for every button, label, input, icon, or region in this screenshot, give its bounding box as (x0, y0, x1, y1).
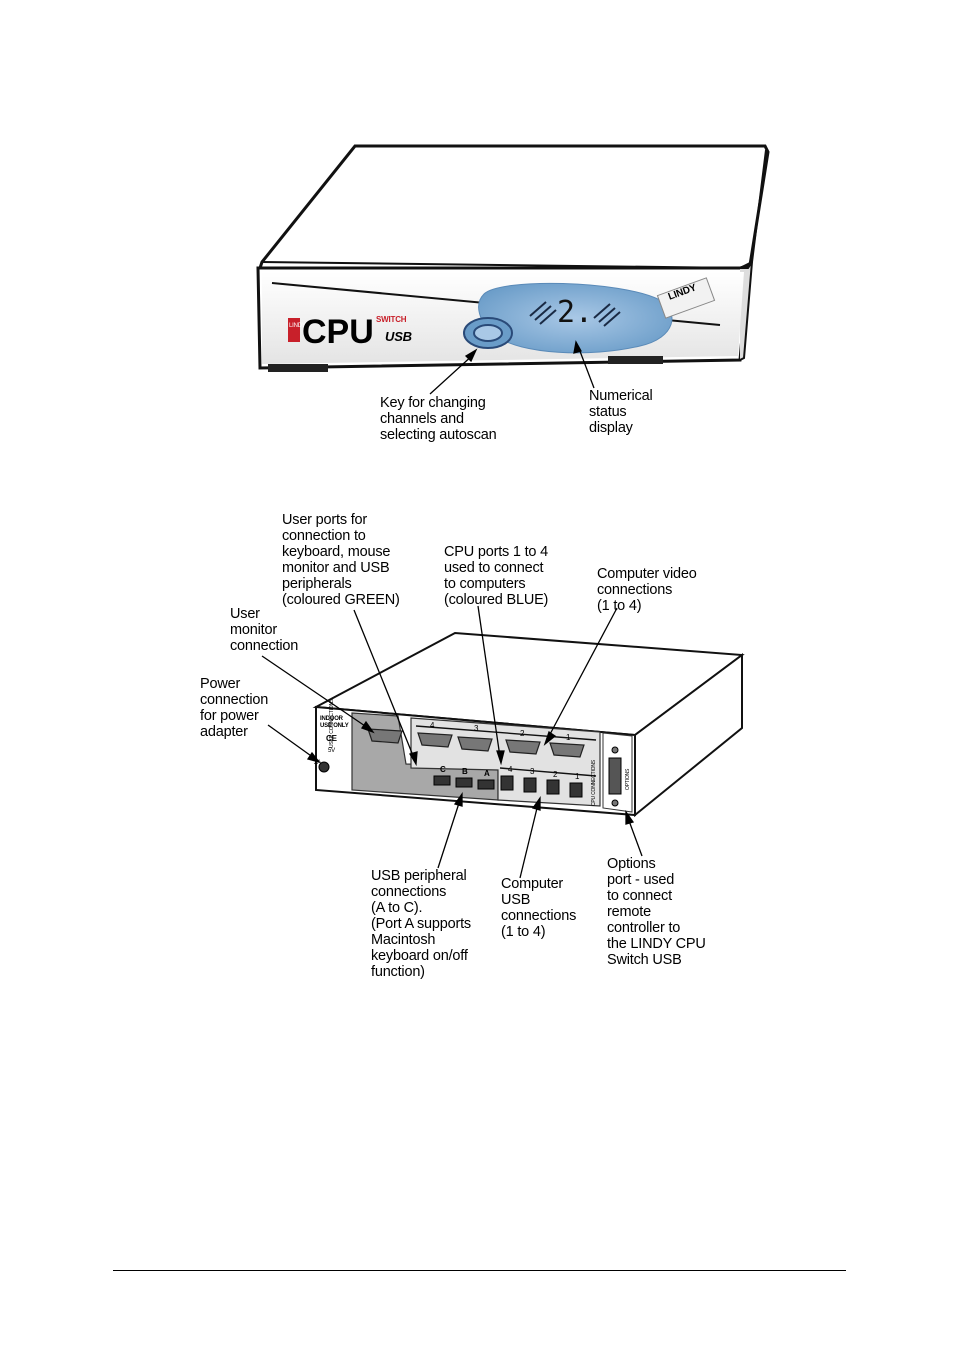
display-label: Numerical status display (589, 388, 653, 436)
brand-small-text: LINDY (289, 323, 306, 329)
video-port-4 (417, 732, 453, 748)
video-port-3 (457, 736, 493, 752)
footer-rule (113, 1270, 846, 1271)
options-connector (608, 757, 622, 795)
power-jack (318, 761, 330, 773)
front-view-illustration (256, 144, 770, 395)
options-port-callout: Options port - used to connect remote co… (607, 856, 706, 968)
brand-cpu-text: CPU (302, 313, 374, 351)
user-monitor-callout: User monitor connection (230, 606, 299, 654)
cpu-connections-text: CPU CONNECTIONS (591, 760, 597, 806)
video-port-1 (549, 742, 585, 758)
key-label: Key for changing channels and selecting … (380, 395, 497, 443)
logo-red-block (288, 318, 300, 342)
computer-usb-port-3 (523, 777, 537, 793)
computer-usb-callout: Computer USB connections (1 to 4) (501, 876, 577, 940)
options-text: OPTIONS (625, 768, 631, 790)
cpu-ports-callout: CPU ports 1 to 4 used to connect to comp… (444, 544, 549, 608)
brand-usb-text: USB (385, 329, 412, 344)
lindy-badge (656, 277, 716, 319)
brand-switch-text: SWITCH (376, 315, 407, 324)
usb-port-num-4: 4 (508, 765, 513, 774)
computer-usb-port-2 (546, 779, 560, 795)
video-port-num-4: 4 (430, 721, 435, 730)
power-spec-amps: 2A (314, 760, 321, 766)
device-foot-left (268, 364, 328, 372)
ce-mark: CE (326, 734, 337, 743)
device-foot-right (608, 356, 663, 364)
rear-view-illustration (261, 605, 745, 879)
usb-port-b (455, 777, 473, 788)
indoor-text: INDOOR USE ONLY (320, 716, 349, 729)
computer-usb-port-4 (500, 775, 514, 791)
user-ports-callout: User ports for connection to keyboard, m… (282, 512, 400, 608)
display-digit: 2. (557, 295, 593, 330)
usb-letter-a: A (484, 769, 490, 778)
power-connection-callout: Power connection for power adapter (200, 676, 269, 740)
video-port-num-1: 1 (566, 733, 571, 742)
computer-usb-port-1 (569, 782, 583, 798)
usb-letter-c: C (440, 765, 446, 774)
usb-port-num-3: 3 (530, 767, 535, 776)
usb-letter-b: B (462, 767, 468, 776)
video-connections-callout: Computer video connections (1 to 4) (597, 566, 697, 614)
user-connections-text: USER CONNECTIONS (329, 698, 335, 748)
usb-port-num-2: 2 (553, 770, 558, 779)
video-port-num-2: 2 (520, 729, 525, 738)
usb-port-a (477, 779, 495, 790)
video-port-num-3: 3 (474, 724, 479, 733)
user-monitor-port (367, 728, 403, 744)
power-spec-volts: 5V (328, 748, 335, 754)
usb-peripheral-callout: USB peripheral connections (A to C). (Po… (371, 868, 471, 980)
usb-port-num-1: 1 (575, 772, 580, 781)
video-port-2 (505, 739, 541, 755)
usb-port-c (433, 775, 451, 786)
